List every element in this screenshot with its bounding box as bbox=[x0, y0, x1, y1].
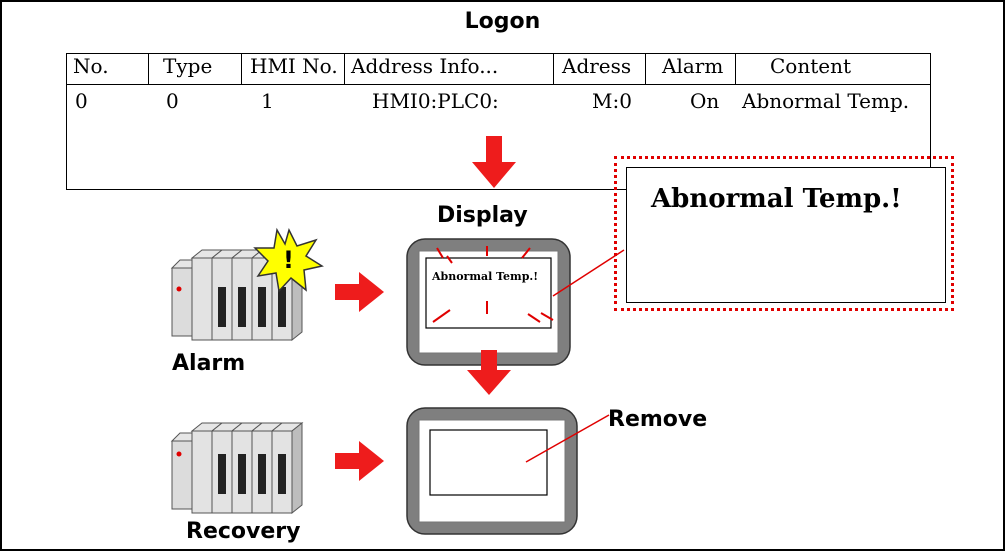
alarm-label: Alarm bbox=[172, 351, 246, 376]
arrow-right-recovery bbox=[335, 441, 384, 481]
cell-content: Abnormal Temp. bbox=[742, 89, 910, 113]
cell-type: 0 bbox=[166, 89, 179, 113]
cell-adress: M:0 bbox=[592, 89, 632, 113]
hmi-device-recovery bbox=[406, 407, 578, 535]
col-header-alarm: Alarm bbox=[646, 54, 736, 84]
cell-alarm: On bbox=[690, 89, 720, 113]
page-title: Logon bbox=[464, 9, 541, 34]
cell-hmi-no: 1 bbox=[261, 89, 274, 113]
callout-text: Abnormal Temp.! bbox=[651, 184, 902, 214]
hmi-device-alarm bbox=[406, 238, 571, 366]
col-header-hmi-no: HMI No. bbox=[242, 54, 345, 84]
arrow-right-alarm bbox=[335, 272, 384, 312]
col-header-address-info: Address Info... bbox=[345, 54, 554, 84]
alarm-table: No. Type HMI No. Address Info... Adress … bbox=[66, 53, 931, 190]
arrow-down-hmi bbox=[467, 350, 511, 395]
alert-exclamation: ! bbox=[283, 246, 294, 274]
col-header-adress: Adress bbox=[554, 54, 646, 84]
display-label: Display bbox=[437, 203, 528, 228]
col-header-type: Type bbox=[149, 54, 242, 84]
recovery-label: Recovery bbox=[186, 519, 301, 544]
hmi-screen-message: Abnormal Temp.! bbox=[432, 270, 539, 283]
callout-leader-line bbox=[552, 249, 625, 297]
cell-address-info: HMI0:PLC0: bbox=[372, 89, 499, 113]
callout-box: Abnormal Temp.! bbox=[626, 167, 946, 303]
col-header-content: Content bbox=[770, 54, 852, 78]
table-header-row: No. Type HMI No. Address Info... Adress … bbox=[67, 54, 930, 85]
col-header-no: No. bbox=[67, 54, 149, 84]
remove-label: Remove bbox=[608, 407, 708, 432]
cell-no: 0 bbox=[75, 89, 88, 113]
arrow-down-table bbox=[472, 136, 516, 188]
alert-burst-icon bbox=[253, 227, 324, 293]
callout-dotted-border bbox=[614, 156, 954, 311]
remove-leader-line bbox=[525, 414, 610, 463]
plc-icon-recovery bbox=[170, 421, 304, 515]
